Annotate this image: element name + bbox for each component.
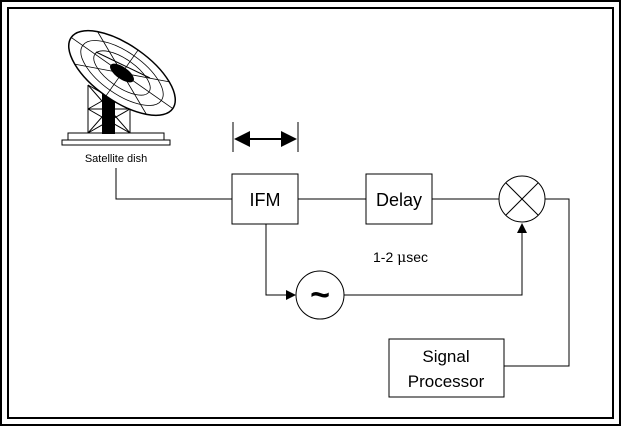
satellite-dish-icon <box>61 29 177 146</box>
ifm-block <box>231 173 299 225</box>
dish-label: Satellite dish <box>85 153 147 165</box>
oscillator-to-mixer-line <box>344 223 527 296</box>
delay-time-label: 1-2 μsec <box>373 249 428 266</box>
mixer-to-processor-line <box>504 198 570 367</box>
delay-time-mu: μ <box>397 250 406 266</box>
dish-to-ifm-line <box>115 168 232 200</box>
oscillator-icon <box>295 270 345 320</box>
signal-lines <box>115 168 570 367</box>
processor-label-line2: Processor <box>408 372 485 391</box>
delay-time-unit: sec <box>406 249 428 265</box>
signal-processor-block <box>388 338 505 398</box>
inner-border <box>7 7 614 419</box>
processor-label-line1: Signal <box>422 347 469 366</box>
mixer-icon <box>498 175 546 223</box>
ifm-label: IFM <box>250 190 281 210</box>
ifm-to-oscillator-line <box>265 224 296 300</box>
double-arrow-icon <box>232 122 299 152</box>
delay-time-prefix: 1-2 <box>373 249 397 265</box>
delay-block <box>365 173 433 225</box>
oscillator-symbol: ~ <box>310 276 330 314</box>
delay-label: Delay <box>376 190 422 210</box>
